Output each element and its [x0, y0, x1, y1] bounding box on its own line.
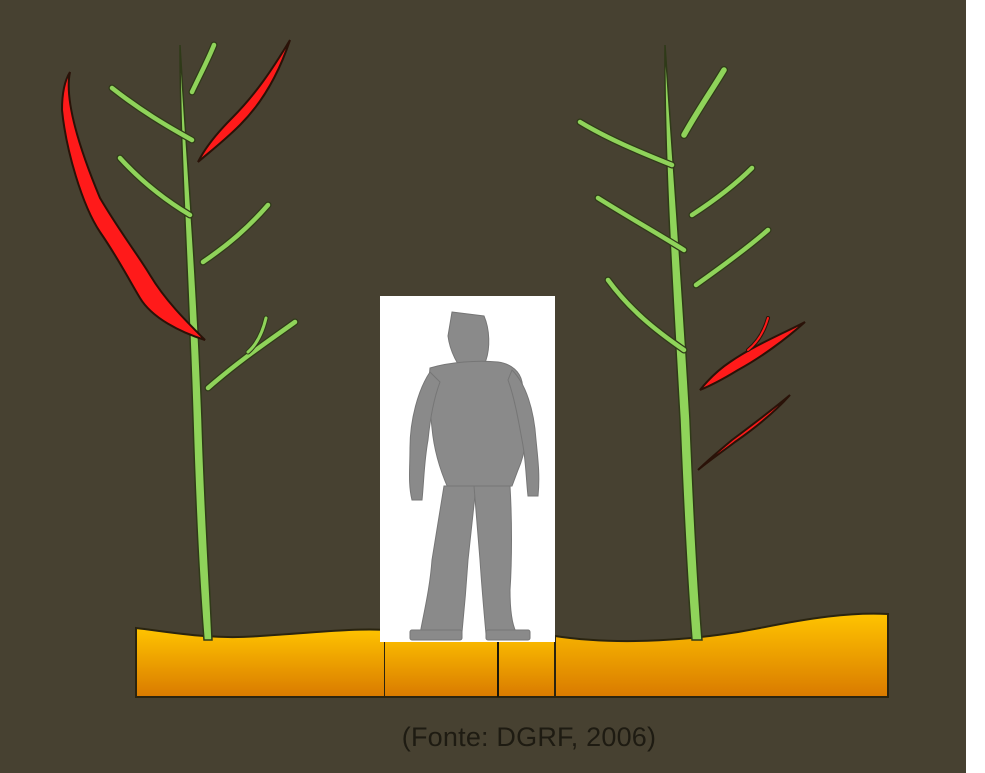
person-figure [380, 296, 555, 642]
right-tree [580, 45, 805, 640]
right-burned-branch-upper [700, 322, 805, 390]
left-tree [62, 40, 295, 640]
source-caption: (Fonte: DGRF, 2006) [0, 722, 985, 753]
right-burned-branch-lower [698, 395, 790, 470]
